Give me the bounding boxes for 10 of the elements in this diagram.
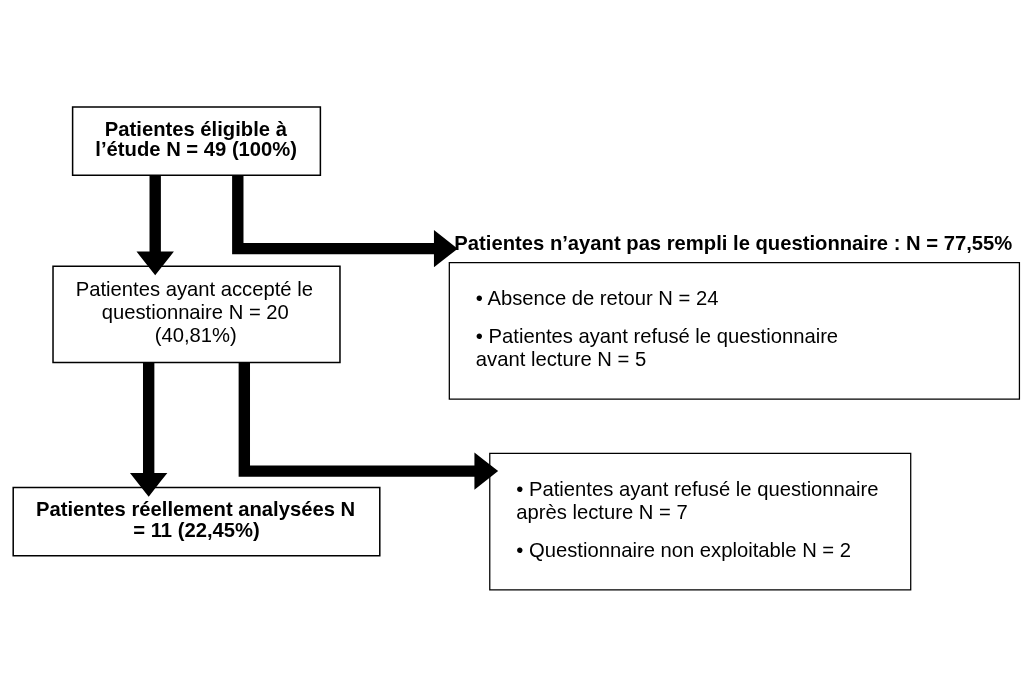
node-box: • Patientes ayant refusé le questionnaire après lecture N = 7 • Questionnaire non exploitable N = 2 xyxy=(489,452,912,591)
node-box: Patientes réellement analysées N = 11 (22,45%) xyxy=(12,486,381,557)
arrow xyxy=(129,361,168,497)
arrow xyxy=(136,174,174,275)
arrow xyxy=(238,362,499,490)
node-label: Patientes n’ayant pas rempli le questionnaire : N = 77,55% xyxy=(454,231,1013,254)
node-box: • Absence de retour N = 24 • Patientes ayant refusé le questionnaire avant lecture N = 5 xyxy=(448,261,1021,400)
node-box: Patientes ayant accepté le questionnaire N = 20 (40,81%) xyxy=(52,265,341,363)
arrow xyxy=(232,175,458,267)
node-box: Patientes éligible à l’étude N = 49 (100%) xyxy=(71,105,322,176)
